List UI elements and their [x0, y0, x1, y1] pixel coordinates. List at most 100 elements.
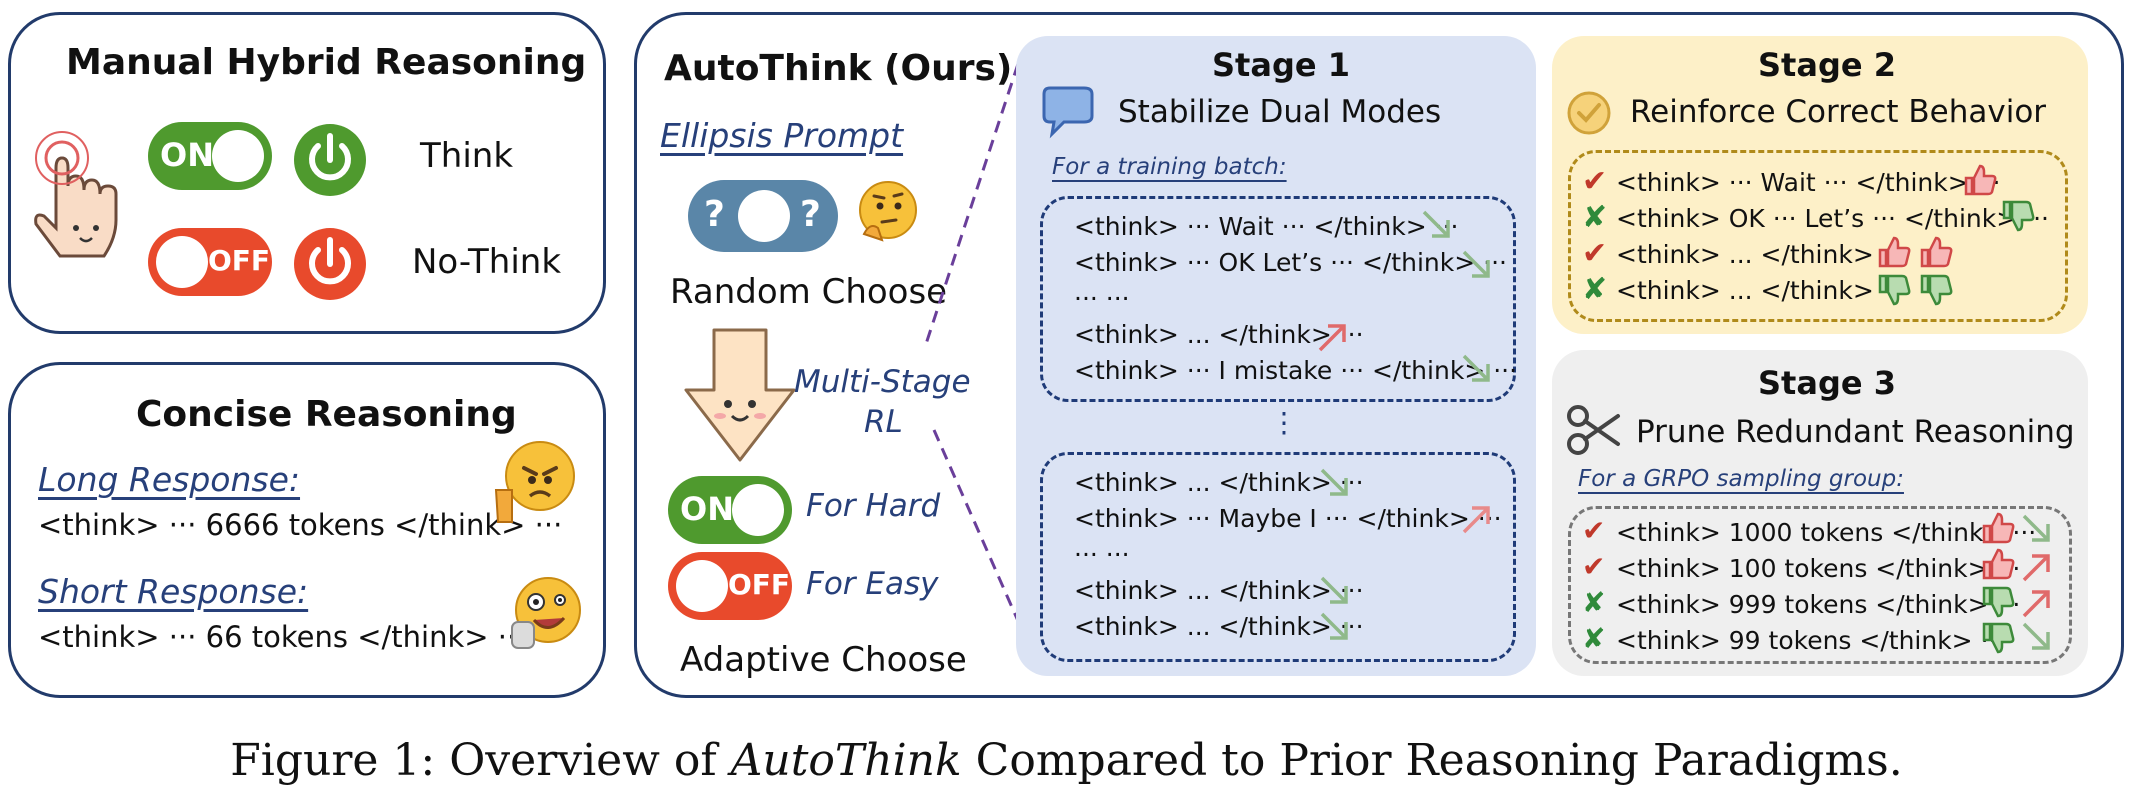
stage1-vdots: ⋮ [1270, 406, 1298, 439]
rl-label: RL [864, 404, 903, 440]
stage1-row: <think> ··· I mistake ··· </think> ··· [1074, 356, 1518, 385]
adaptive-on-toggle: ON [668, 476, 792, 544]
thumbs-down-icon [1878, 274, 1911, 306]
check-circle-icon [1567, 91, 1611, 135]
down-right-arrow-icon [1462, 354, 1490, 382]
scissors-icon [1567, 405, 1620, 455]
thumbs-down-icon [1982, 586, 2015, 618]
long-response-label: Long Response: [38, 460, 301, 499]
toggle-knob [732, 484, 784, 536]
down-right-arrow-icon [2022, 622, 2050, 650]
stage1-row: <think> ... </think> ··· [1074, 612, 1364, 641]
power-on-icon [294, 124, 366, 196]
check-mark-icon: ✔ [1582, 164, 1608, 199]
down-right-arrow-icon [2022, 514, 2050, 542]
stage2-box [1552, 36, 2088, 334]
thumbs-down-icon [1982, 622, 2015, 654]
down-right-arrow-icon [1320, 468, 1348, 496]
stage1-box-a [1040, 196, 1516, 402]
thumbs-up-icon [1982, 548, 2015, 580]
stage1-subtitle: Stabilize Dual Modes [1118, 94, 1442, 130]
down-right-arrow-icon [1462, 250, 1490, 278]
toggle-knob [212, 130, 264, 182]
stage3-subtitle: Prune Redundant Reasoning [1636, 414, 2075, 450]
toggle-q-left: ? [704, 194, 725, 235]
manual-off-label: OFF [208, 244, 271, 277]
toggle-q-right: ? [800, 194, 821, 235]
multistage-label: Multi-Stage [794, 364, 971, 400]
stage1-connector-lines [924, 63, 1024, 631]
thinking-face-icon [859, 181, 917, 242]
stage1-row: <think> ... </think> ··· [1074, 468, 1364, 497]
thumbs-up-icon [1982, 512, 2015, 544]
stage1-title: Stage 1 [1212, 46, 1350, 84]
up-right-arrow-icon [1318, 324, 1346, 352]
stage1-box-b [1040, 452, 1516, 662]
stage1-row: <think> ... </think> ··· [1074, 320, 1364, 349]
caption-suffix: Compared to Prior Reasoning Paradigms. [961, 735, 1903, 786]
random-toggle: ? ? [688, 180, 838, 252]
stage1-row: ··· ··· [1074, 540, 1130, 569]
short-response-text: <think> ··· 66 tokens </think> ··· [38, 620, 526, 654]
zany-face-icon [511, 577, 581, 649]
manual-on-toggle: ON [148, 122, 272, 190]
concise-title: Concise Reasoning [136, 394, 517, 435]
down-right-arrow-icon [1422, 210, 1450, 238]
manual-hybrid-panel [8, 12, 606, 334]
ellipsis-prompt-label: Ellipsis Prompt [660, 116, 904, 155]
stage2-subtitle: Reinforce Correct Behavior [1630, 94, 2047, 130]
cross-mark-icon: ✘ [1582, 272, 1608, 307]
stage1-row: <think> ... </think> ··· [1074, 576, 1364, 605]
adaptive-off-toggle: OFF [668, 552, 792, 620]
stage1-row: ··· ··· [1074, 284, 1130, 313]
check-mark-icon: ✔ [1582, 236, 1608, 271]
power-off-icon [294, 228, 366, 300]
short-response-label: Short Response: [38, 572, 309, 611]
check-mark-icon: ✔ [1582, 514, 1606, 547]
toggle-knob [156, 236, 208, 288]
manual-on-label: ON [160, 136, 214, 174]
stage1-row: <think> ··· Maybe I ··· </think> ··· [1074, 504, 1502, 533]
hand-pointer-icon [34, 131, 118, 258]
stage2-dashed-box [1568, 150, 2068, 322]
long-response-text: <think> ··· 6666 tokens </think> ··· [38, 508, 563, 542]
figure-caption: Figure 1: Overview of AutoThink Compared… [0, 735, 2133, 786]
down-arrow-icon [684, 328, 796, 462]
caption-prefix: Figure 1: Overview of [230, 735, 731, 786]
think-label: Think [420, 136, 514, 176]
stage3-row: <think> 999 tokens </think> ··· [1616, 590, 2021, 619]
stage3-title: Stage 3 [1758, 364, 1896, 402]
thumbs-up-icon [1878, 236, 1911, 268]
up-right-arrow-icon [2022, 590, 2050, 618]
stage1-batch-label: For a training batch: [1052, 154, 1287, 180]
thumbs-up-icon [1920, 236, 1953, 268]
stage2-row: <think> ··· Wait ··· </think> ··· [1616, 168, 2001, 197]
stage1-row: <think> ··· Wait ··· </think> ··· [1074, 212, 1459, 241]
stage3-row: <think> 1000 tokens </think> ··· [1616, 518, 2037, 547]
cross-mark-icon: ✘ [1582, 200, 1608, 235]
angry-face-icon [494, 441, 575, 523]
adaptive-on-label: ON [680, 490, 734, 528]
for-easy-label: For Easy [806, 566, 939, 602]
manual-off-toggle: OFF [148, 228, 272, 296]
thumbs-down-icon [2002, 200, 2035, 232]
manual-hybrid-title: Manual Hybrid Reasoning [66, 42, 587, 83]
caption-italic: AutoThink [730, 735, 962, 786]
speech-bubble-icon [1042, 86, 1094, 139]
stage3-row: <think> 100 tokens </think> ··· [1616, 554, 2021, 583]
cross-mark-icon: ✘ [1582, 586, 1606, 619]
check-mark-icon: ✔ [1582, 550, 1606, 583]
stage3-dashed-box [1568, 506, 2072, 664]
up-right-arrow-icon [1462, 506, 1490, 534]
down-right-arrow-icon [1320, 576, 1348, 604]
adaptive-choose-label: Adaptive Choose [680, 640, 967, 680]
stage1-row: <think> ··· OK Let’s ··· </think> ··· [1074, 248, 1507, 277]
stage3-group-label: For a GRPO sampling group: [1578, 466, 1904, 492]
up-right-arrow-icon [2022, 554, 2050, 582]
thumbs-down-icon [1920, 274, 1953, 306]
concise-panel [8, 362, 606, 698]
no-think-label: No-Think [412, 242, 562, 282]
stage2-row: <think> OK ··· Let’s ··· </think> ··· [1616, 204, 2049, 233]
adaptive-off-label: OFF [728, 568, 791, 601]
stage2-title: Stage 2 [1758, 46, 1896, 84]
